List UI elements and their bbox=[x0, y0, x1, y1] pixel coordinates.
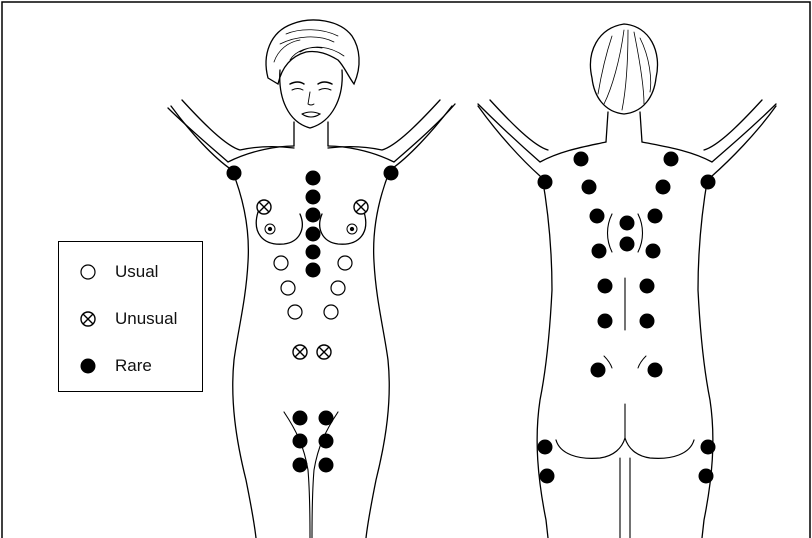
front-breast-right bbox=[320, 212, 366, 244]
rare-marker bbox=[701, 440, 716, 455]
rare-marker bbox=[306, 263, 321, 278]
legend-label-rare: Rare bbox=[115, 356, 152, 376]
rare-marker bbox=[319, 434, 334, 449]
usual-marker bbox=[281, 281, 295, 295]
rare-marker bbox=[538, 440, 553, 455]
rare-marker bbox=[293, 434, 308, 449]
rare-marker bbox=[319, 411, 334, 426]
rare-marker bbox=[538, 175, 553, 190]
front-figure bbox=[168, 20, 455, 538]
open-circle-icon bbox=[79, 263, 97, 281]
rare-marker bbox=[664, 152, 679, 167]
legend-label-unusual: Unusual bbox=[115, 309, 177, 329]
rare-marker bbox=[640, 279, 655, 294]
front-face bbox=[280, 70, 342, 128]
rare-marker bbox=[227, 166, 242, 181]
crossed-circle-icon bbox=[79, 310, 97, 328]
rare-marker bbox=[701, 175, 716, 190]
usual-marker bbox=[338, 256, 352, 270]
unusual-marker bbox=[354, 200, 368, 214]
unusual-marker bbox=[293, 345, 307, 359]
rare-marker bbox=[384, 166, 399, 181]
rare-marker bbox=[306, 208, 321, 223]
front-breast-left bbox=[256, 212, 302, 244]
unusual-marker bbox=[257, 200, 271, 214]
rare-marker bbox=[592, 244, 607, 259]
rare-marker bbox=[591, 363, 606, 378]
rare-marker bbox=[590, 209, 605, 224]
rare-marker bbox=[620, 216, 635, 231]
rare-marker bbox=[540, 469, 555, 484]
rare-marker bbox=[574, 152, 589, 167]
rare-marker bbox=[293, 411, 308, 426]
legend-label-usual: Usual bbox=[115, 262, 158, 282]
rare-marker bbox=[620, 237, 635, 252]
rare-marker bbox=[699, 469, 714, 484]
rare-marker bbox=[293, 458, 308, 473]
usual-marker bbox=[288, 305, 302, 319]
rare-marker bbox=[646, 244, 661, 259]
rare-marker bbox=[648, 209, 663, 224]
rare-marker bbox=[582, 180, 597, 195]
rare-marker bbox=[656, 180, 671, 195]
rare-marker bbox=[648, 363, 663, 378]
rare-marker bbox=[319, 458, 334, 473]
rare-marker bbox=[306, 190, 321, 205]
usual-marker bbox=[331, 281, 345, 295]
usual-marker bbox=[324, 305, 338, 319]
markers bbox=[227, 152, 716, 484]
rare-marker bbox=[598, 279, 613, 294]
back-figure bbox=[478, 24, 776, 538]
rare-marker bbox=[306, 227, 321, 242]
rare-marker bbox=[640, 314, 655, 329]
filled-circle-icon bbox=[79, 357, 97, 375]
rare-marker bbox=[598, 314, 613, 329]
rare-marker bbox=[306, 171, 321, 186]
unusual-marker bbox=[317, 345, 331, 359]
rare-marker bbox=[306, 245, 321, 260]
legend: Usual Unusual Rare bbox=[58, 241, 203, 392]
usual-marker bbox=[274, 256, 288, 270]
